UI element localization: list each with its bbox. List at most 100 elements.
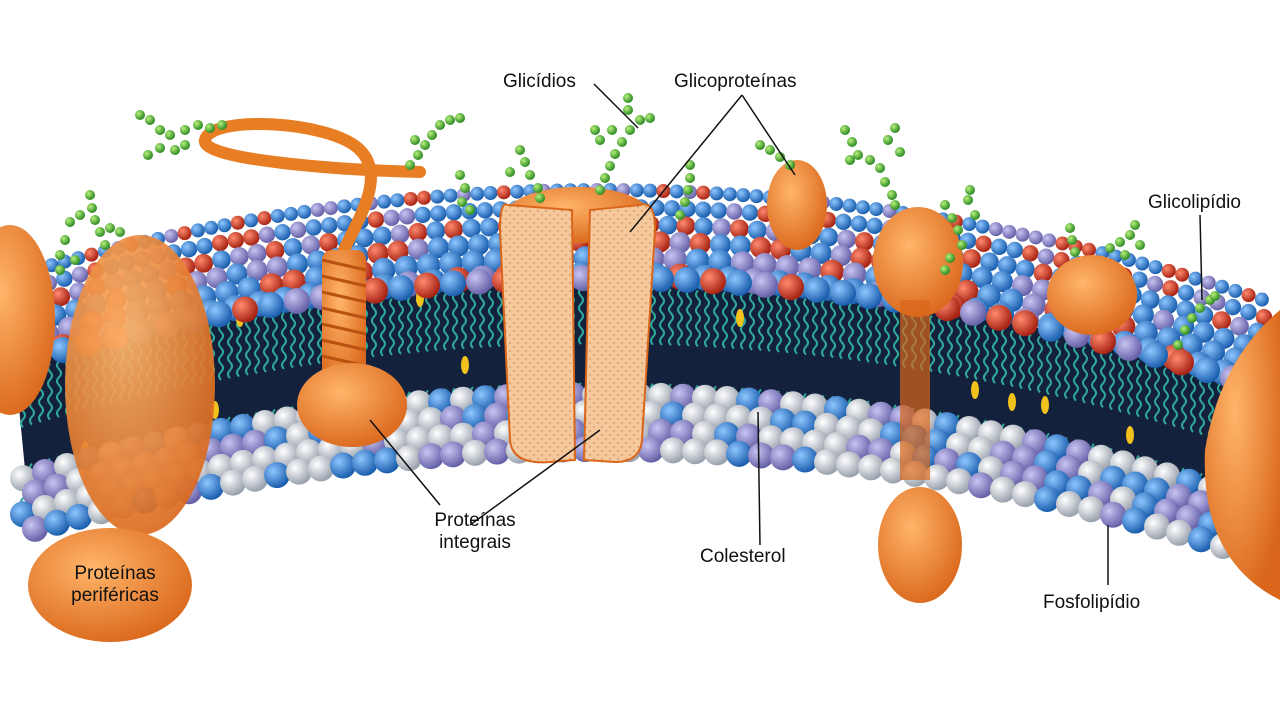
phospholipid-head-inner bbox=[440, 441, 466, 468]
fatty-acid-tail bbox=[1190, 375, 1196, 433]
phospholipid-head bbox=[430, 205, 447, 222]
phospholipid-head bbox=[390, 193, 405, 208]
phospholipid-head bbox=[1215, 279, 1229, 294]
phospholipid-head bbox=[258, 226, 276, 243]
fatty-acid-tail bbox=[578, 287, 584, 345]
phospholipid-head bbox=[372, 226, 392, 246]
sugar-unit bbox=[963, 195, 973, 205]
phospholipid-head bbox=[427, 236, 449, 259]
sugar-unit bbox=[623, 105, 633, 115]
sugar-unit bbox=[635, 115, 645, 125]
helix-turn bbox=[321, 258, 367, 272]
phospholipid-head bbox=[414, 206, 431, 224]
phospholipid-head bbox=[997, 256, 1017, 275]
sugar-unit bbox=[155, 143, 165, 153]
fatty-acid-tail bbox=[1199, 377, 1205, 436]
phospholipid-head bbox=[1082, 242, 1096, 257]
fatty-acid-tail bbox=[857, 304, 863, 362]
phospholipid-head bbox=[337, 199, 352, 214]
fatty-acid-tail bbox=[659, 288, 665, 346]
phospholipid-head bbox=[1201, 275, 1216, 290]
label-colesterol: Colesterol bbox=[700, 546, 786, 567]
fatty-acid-tail bbox=[677, 288, 683, 347]
fatty-acid-tail bbox=[965, 321, 971, 379]
phospholipid-head bbox=[962, 217, 977, 232]
phospholipid-head bbox=[180, 241, 198, 258]
phospholipid-head bbox=[669, 184, 684, 199]
fatty-acid-tail bbox=[1019, 331, 1025, 390]
fatty-acid-tail bbox=[758, 293, 764, 352]
fatty-acid-tail bbox=[839, 301, 845, 360]
fatty-acid-tail bbox=[866, 305, 872, 363]
fatty-acid-tail bbox=[497, 289, 503, 348]
sugar-unit bbox=[217, 120, 227, 130]
phospholipid-head bbox=[842, 198, 857, 213]
carbohydrate-chains bbox=[55, 93, 1220, 350]
phospholipid-head-inner bbox=[682, 438, 708, 465]
fatty-acid-tail bbox=[1163, 367, 1169, 425]
phospholipid-head bbox=[258, 292, 284, 319]
phospholipid-head bbox=[676, 216, 696, 236]
integral-protein-right bbox=[900, 300, 930, 480]
sugar-unit bbox=[413, 150, 423, 160]
phospholipid-head bbox=[84, 247, 99, 262]
phospholipid-head-inner bbox=[308, 455, 334, 482]
fatty-acid-tail bbox=[398, 297, 404, 355]
fatty-acid-tail bbox=[992, 326, 998, 384]
fatty-acid-tail bbox=[452, 292, 458, 350]
phospholipid-head bbox=[510, 184, 525, 199]
fatty-acid-tail bbox=[812, 298, 818, 357]
phospholipid-head bbox=[284, 287, 310, 314]
phospholipid-head bbox=[190, 223, 205, 238]
phospholipid-head bbox=[1194, 357, 1220, 384]
fatty-acid-tail bbox=[1082, 346, 1088, 404]
sugar-unit bbox=[427, 130, 437, 140]
phospholipid-head bbox=[265, 240, 285, 260]
fatty-acid-tail bbox=[929, 314, 935, 373]
sugar-unit bbox=[890, 123, 900, 133]
phospholipid-head bbox=[483, 185, 498, 200]
sugar-unit bbox=[87, 203, 97, 213]
phospholipid-head bbox=[1228, 283, 1243, 298]
phospholipid-head bbox=[1132, 304, 1154, 326]
phospholipid-head-inner bbox=[44, 509, 70, 536]
fatty-acid-tail bbox=[1037, 335, 1043, 394]
phospholipid-head bbox=[211, 234, 229, 252]
phospholipid-head bbox=[466, 268, 492, 295]
phospholipid-head bbox=[1230, 316, 1249, 336]
sugar-unit bbox=[940, 265, 950, 275]
phospholipid-head bbox=[403, 191, 418, 206]
phospholipid-head bbox=[1146, 275, 1164, 293]
sugar-unit bbox=[680, 197, 690, 207]
phospholipid-head bbox=[445, 204, 463, 221]
fatty-acid-tail bbox=[830, 300, 836, 359]
sugar-unit bbox=[595, 185, 605, 195]
sugar-unit bbox=[623, 93, 633, 103]
sugar-unit bbox=[143, 150, 153, 160]
label-proteinas-perifericas: Proteínas periféricas bbox=[55, 563, 175, 607]
phospholipid-head bbox=[1254, 292, 1269, 307]
phospholipid-head bbox=[367, 211, 385, 228]
sugar-unit bbox=[193, 120, 203, 130]
phospholipid-head-inner bbox=[1012, 481, 1038, 508]
phospholipid-head bbox=[856, 283, 882, 310]
sugar-unit bbox=[1120, 250, 1130, 260]
fatty-acid-tail bbox=[695, 289, 701, 348]
sugar-unit bbox=[435, 120, 445, 130]
phospholipid-head bbox=[1038, 315, 1064, 342]
fatty-acid-tail bbox=[884, 307, 890, 366]
phospholipid-head-inner bbox=[286, 458, 312, 485]
fatty-acid-tail bbox=[380, 299, 386, 357]
phospholipid-head bbox=[674, 266, 700, 293]
phospholipid-head bbox=[1241, 288, 1256, 303]
phospholipid-head bbox=[257, 211, 272, 226]
phospholipid-head bbox=[1002, 224, 1017, 239]
phospholipid-head-inner bbox=[396, 445, 422, 472]
fatty-acid-tail bbox=[254, 316, 260, 375]
label-proteinas-integrais: Proteínas integrais bbox=[420, 510, 530, 554]
fatty-acid-tail bbox=[1091, 348, 1097, 406]
fatty-acid-tail bbox=[443, 293, 449, 351]
label-proteinas-perifericas-line1: Proteínas bbox=[74, 563, 156, 584]
phospholipid-head-inner bbox=[748, 442, 774, 469]
phospholipid-head bbox=[1033, 263, 1053, 283]
